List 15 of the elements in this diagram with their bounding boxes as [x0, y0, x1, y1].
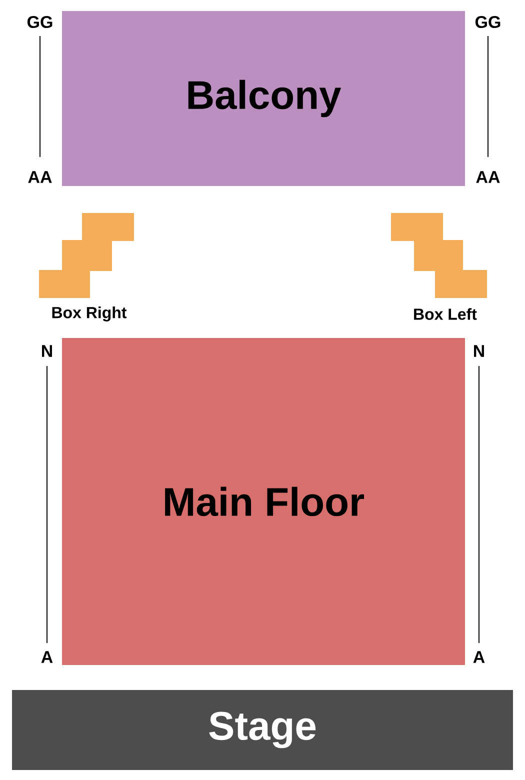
row-label: AA	[26, 170, 54, 184]
row-label: GG	[26, 15, 54, 30]
row-label: N	[40, 344, 54, 358]
node-label: Box Right	[52, 306, 127, 322]
row-label: AA	[474, 170, 502, 184]
box-seating-section: Box Left	[391, 213, 487, 320]
node-label: Box Left	[414, 308, 477, 320]
row-label: GG	[474, 15, 502, 30]
seating-section: Main Floor	[62, 338, 465, 665]
stage-block: Stage	[12, 690, 513, 770]
row-label: A	[472, 650, 486, 664]
row-label: N	[472, 344, 486, 358]
row-label: A	[40, 650, 54, 664]
box-seating-section: Box Right	[39, 213, 134, 322]
seating-section: Balcony	[62, 11, 465, 186]
